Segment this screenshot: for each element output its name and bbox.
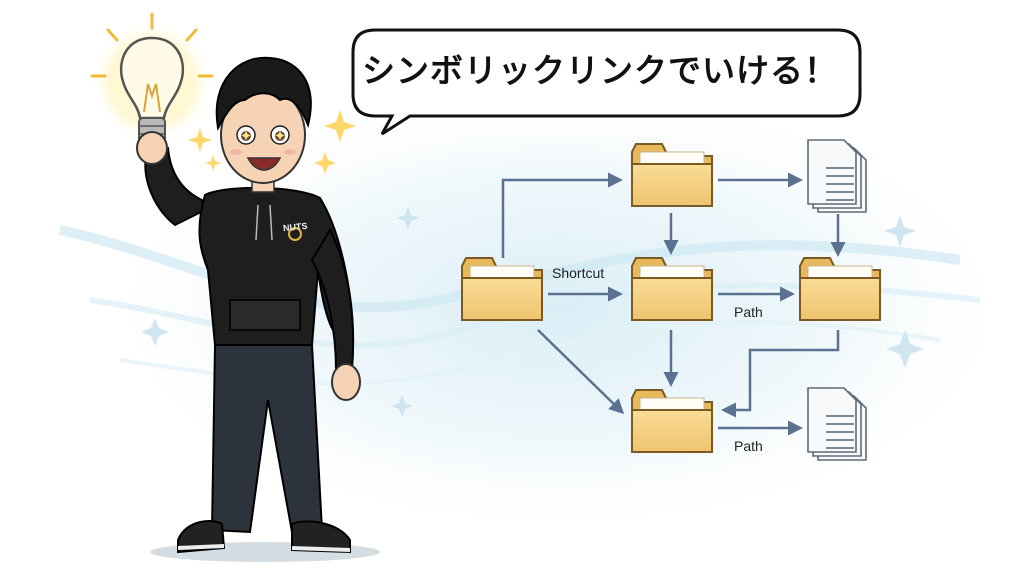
folder-right-folder-icon xyxy=(799,257,881,321)
star-icon xyxy=(886,330,924,368)
folder-bottom-folder-icon xyxy=(631,389,713,453)
speech-bubble-text: シンボリックリンクでいける！ xyxy=(362,51,838,90)
sparkle-icons xyxy=(188,110,356,174)
sparkle-icon xyxy=(188,128,212,152)
sparkle-icon xyxy=(314,152,336,174)
path-label-center: Path xyxy=(734,304,763,320)
sparkle-icon xyxy=(205,155,221,171)
mouth xyxy=(246,157,282,171)
character xyxy=(136,56,380,562)
shortcut-label: Shortcut xyxy=(552,265,605,281)
star-icon xyxy=(396,206,420,230)
folder-top-folder-icon xyxy=(631,143,713,207)
document-bottom-document-icon xyxy=(807,387,867,461)
document-top-document-icon xyxy=(807,139,867,213)
path-label-bottom: Path xyxy=(734,438,763,454)
arrow-source-to-top xyxy=(501,172,623,258)
arrow-right-to-bottom xyxy=(721,330,840,418)
speech-bubble xyxy=(351,28,862,136)
folder-center-folder-icon xyxy=(631,257,713,321)
star-icon xyxy=(391,395,413,417)
folder-source-folder-icon xyxy=(461,257,543,321)
star-icon xyxy=(141,318,169,346)
star-icon xyxy=(884,215,916,247)
diagram-arrows xyxy=(501,172,846,436)
light-bulb-icon xyxy=(90,12,214,144)
hair xyxy=(215,56,312,131)
left-shoe xyxy=(177,520,226,554)
sparkle-icon xyxy=(324,110,356,142)
star-icons xyxy=(141,206,924,417)
folder-icons xyxy=(461,143,881,453)
document-icons xyxy=(807,139,867,461)
raised-hand xyxy=(136,131,168,165)
arrow-source-to-bottom xyxy=(537,329,625,415)
